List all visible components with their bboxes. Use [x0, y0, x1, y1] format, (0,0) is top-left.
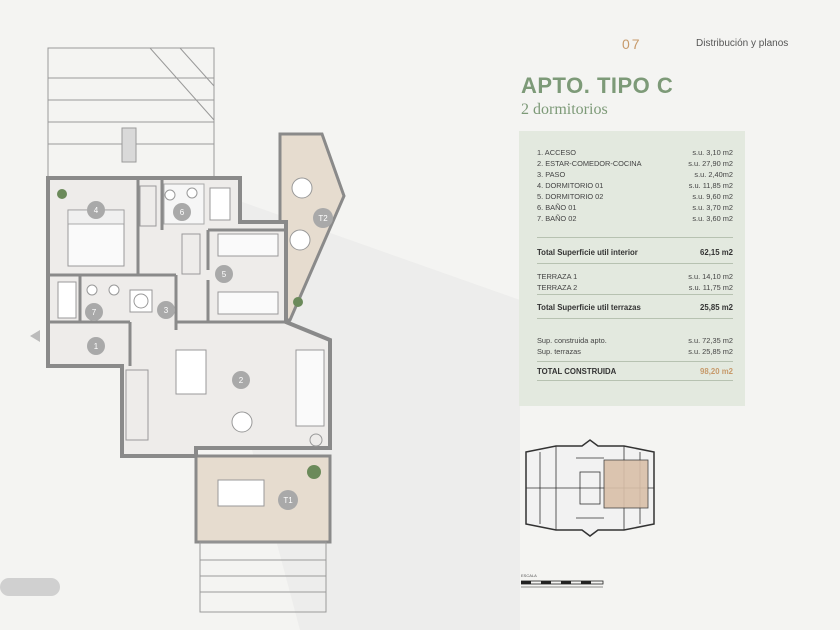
key-plan — [525, 439, 655, 537]
table-row: Sup. construida apto.s.u. 72,35 m2 — [537, 336, 733, 345]
divider — [537, 361, 733, 362]
upper-balcony — [47, 47, 215, 179]
room-6-label: 6 — [180, 208, 185, 217]
room-5-label: 5 — [222, 270, 227, 279]
terrace-1-label: T1 — [283, 496, 293, 505]
page-number: 07 — [622, 36, 642, 52]
unit-highlight — [603, 459, 649, 509]
terrace-2-label: T2 — [318, 214, 328, 223]
divider — [537, 294, 733, 295]
room-badges: 1 2 3 4 5 6 7 T1 T2 — [85, 201, 333, 510]
room-1-label: 1 — [94, 342, 99, 351]
apartment-subtitle: 2 dormitorios — [521, 101, 608, 118]
divider — [537, 237, 733, 238]
section-title: Distribución y planos — [696, 38, 789, 49]
scale-label: ESCALA — [521, 573, 537, 578]
divider — [537, 318, 733, 319]
divider — [537, 380, 733, 381]
scale-bar: ESCALA — [521, 573, 604, 588]
room-3-label: 3 — [164, 306, 169, 315]
floor-plan: 1 2 3 4 5 6 7 T1 T2 — [0, 47, 346, 613]
room-2-label: 2 — [239, 376, 244, 385]
divider — [537, 263, 733, 264]
room-4-label: 4 — [94, 206, 99, 215]
apartment-title: APTO. TIPO C — [521, 73, 674, 98]
room-7-label: 7 — [92, 308, 97, 317]
